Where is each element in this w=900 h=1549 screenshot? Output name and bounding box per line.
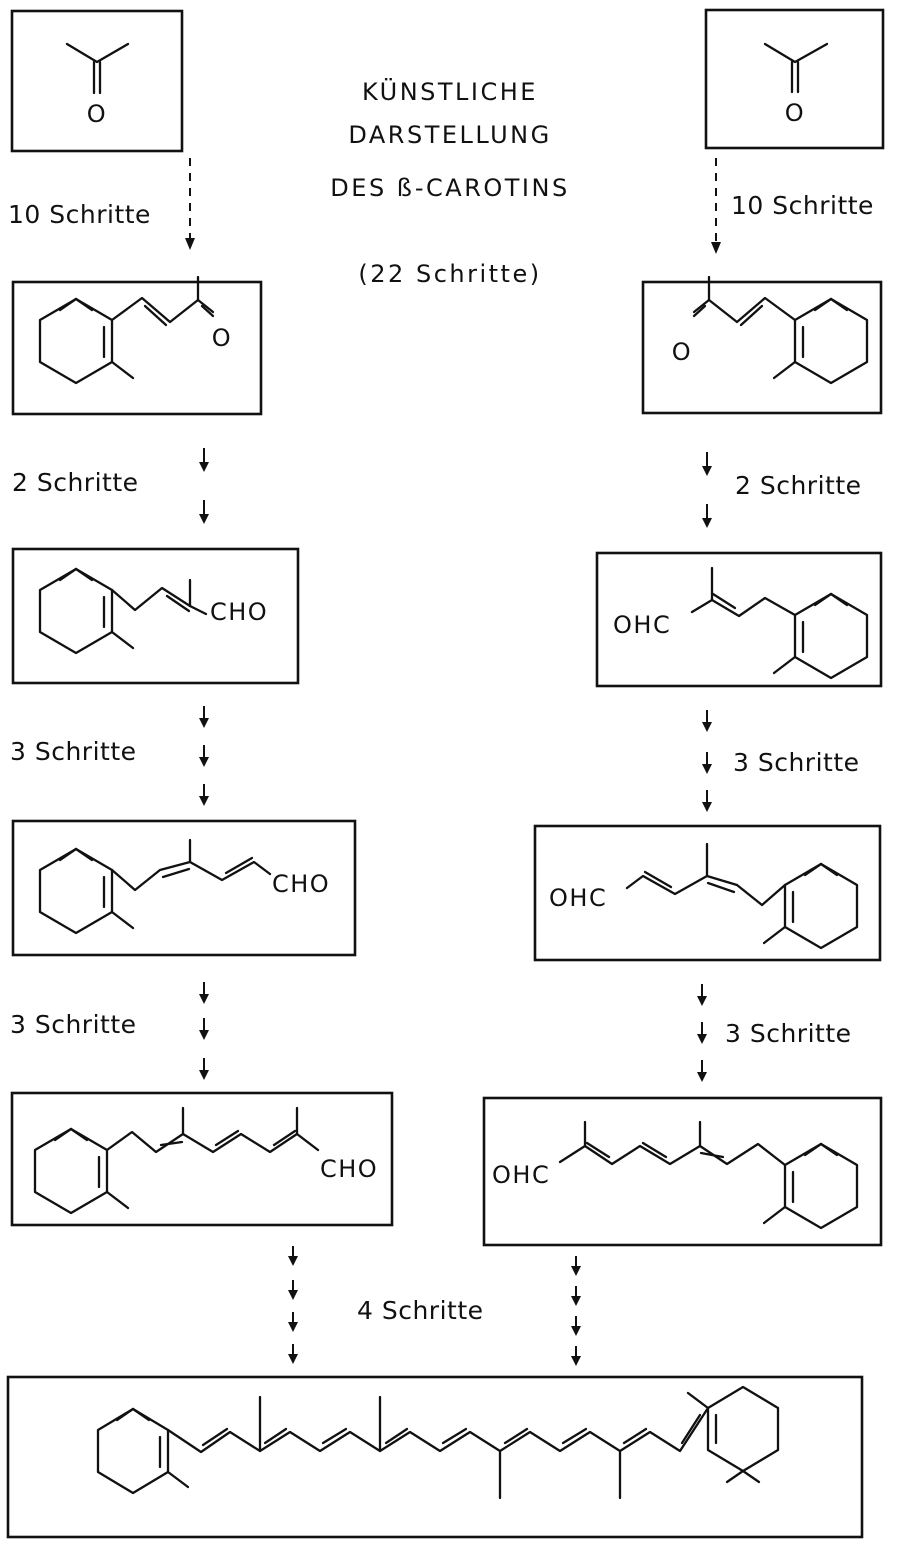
- arrow-right-5: [571, 1256, 581, 1366]
- arrow-right-1: [711, 158, 721, 254]
- c16-aldehyde-right: OHC: [533, 824, 882, 962]
- c19-aldehyde-left: CHO: [10, 1091, 394, 1227]
- beta-carotene-box: [6, 1375, 864, 1539]
- c16-right-ohc: OHC: [549, 884, 607, 912]
- steps-right-1: 10 Schritte: [731, 191, 874, 220]
- arrows: [185, 158, 721, 1366]
- steps-left-3: 3 Schritte: [10, 737, 137, 766]
- c14-right-ohc: OHC: [613, 611, 671, 639]
- c16-aldehyde-left: CHO: [11, 819, 357, 957]
- acetone-right: O: [704, 8, 885, 150]
- total-steps-label: (22 Schritte): [358, 260, 541, 288]
- c14-left-cho: CHO: [210, 598, 268, 626]
- step-labels: 10 Schritte 10 Schritte 2 Schritte 2 Sch…: [8, 191, 874, 1325]
- beta-carotene: [6, 1375, 864, 1539]
- title-line-3: DES ß-CAROTINS: [330, 174, 569, 202]
- ionone-left-oxygen: O: [212, 324, 232, 352]
- steps-final: 4 Schritte: [357, 1296, 484, 1325]
- arrow-right-2: [702, 452, 712, 528]
- title-block: KÜNSTLICHE DARSTELLUNG DES ß-CAROTINS (2…: [330, 77, 569, 288]
- steps-left-1: 10 Schritte: [8, 200, 151, 229]
- c14-aldehyde-left: CHO: [11, 547, 300, 685]
- c16-right-box: [533, 824, 882, 962]
- acetone-left-oxygen: O: [87, 100, 107, 128]
- arrow-right-3: [702, 710, 712, 812]
- steps-right-3: 3 Schritte: [733, 748, 860, 777]
- c19-aldehyde-right: OHC: [482, 1096, 883, 1247]
- arrow-right-4: [697, 984, 707, 1082]
- steps-right-4: 3 Schritte: [725, 1019, 852, 1048]
- ionone-right: O: [641, 275, 883, 415]
- steps-left-4: 3 Schritte: [10, 1010, 137, 1039]
- ionone-left: O: [11, 275, 263, 416]
- c19-right-box: [482, 1096, 883, 1247]
- arrow-left-5: [288, 1246, 298, 1364]
- c16-left-box: [11, 819, 357, 957]
- ionone-right-oxygen: O: [672, 338, 692, 366]
- acetone-left: O: [10, 9, 184, 153]
- acetone-left-box: [10, 9, 184, 153]
- acetone-right-box: [704, 8, 885, 150]
- steps-left-2: 2 Schritte: [12, 468, 139, 497]
- ionone-right-box: [641, 280, 883, 415]
- c14-left-box: [11, 547, 300, 685]
- arrow-left-2: [199, 448, 209, 524]
- acetone-right-oxygen: O: [785, 99, 805, 127]
- title-line-1: KÜNSTLICHE: [362, 77, 538, 106]
- title-line-2: DARSTELLUNG: [348, 121, 551, 149]
- c19-left-cho: CHO: [320, 1155, 378, 1183]
- c14-right-box: [595, 551, 883, 688]
- arrow-left-1: [185, 158, 195, 250]
- arrow-left-4: [199, 982, 209, 1080]
- steps-right-2: 2 Schritte: [735, 471, 862, 500]
- c19-left-box: [10, 1091, 394, 1227]
- c14-aldehyde-right: OHC: [595, 551, 883, 688]
- arrow-left-3: [199, 706, 209, 806]
- c16-left-cho: CHO: [272, 870, 330, 898]
- ionone-left-box: [11, 280, 263, 416]
- c19-right-ohc: OHC: [492, 1161, 550, 1189]
